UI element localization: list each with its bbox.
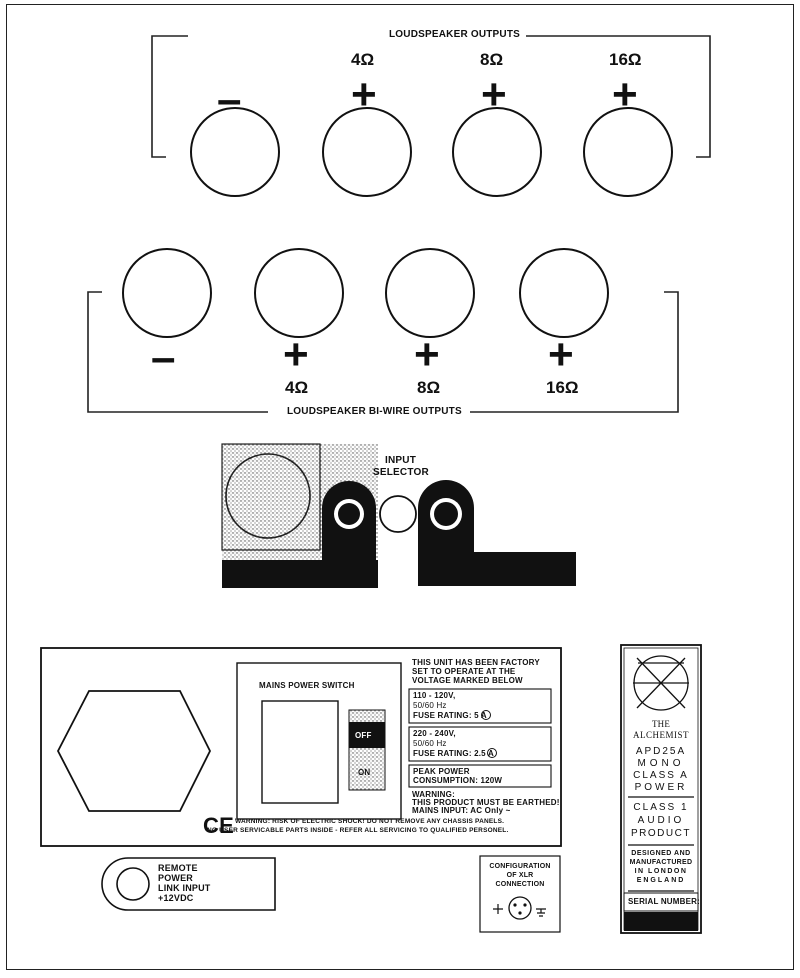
mains-switch-plate	[261, 700, 339, 804]
peak-power-2: CONSUMPTION: 120W	[413, 776, 503, 785]
made-line-4: ENGLAND	[636, 877, 686, 884]
biwire-terminal-sign: –	[151, 333, 176, 382]
voltage-2-range: 220 - 240V,	[413, 729, 456, 738]
remote-label-3: LINK INPUT	[158, 883, 211, 893]
biwire-title: LOUDSPEAKER BI-WIRE OUTPUTS	[283, 406, 466, 417]
terminal-ohm-label: 8Ω	[480, 50, 504, 69]
biwire-terminal-sign: +	[548, 330, 574, 379]
terminal-sign: +	[612, 70, 638, 119]
iec-inlet	[56, 690, 212, 812]
terminal-4ohm	[322, 107, 412, 197]
outputs-title: LOUDSPEAKER OUTPUTS	[383, 29, 527, 40]
earth-warning-3: MAINS INPUT: AC Only ~	[412, 806, 511, 815]
outputs-bracket	[151, 35, 711, 158]
terminal-ohm-label: 4Ω	[351, 50, 375, 69]
biwire-ohm-label: 8Ω	[417, 378, 441, 397]
switch-off-label: OFF	[355, 731, 372, 740]
mains-switch-label: MAINS POWER SWITCH	[259, 681, 355, 690]
xlr-label-2: OF XLR	[506, 872, 534, 879]
biwire-bracket	[87, 291, 679, 413]
voltage-1-indicator-icon	[481, 710, 491, 720]
remote-label-2: POWER	[158, 873, 194, 883]
biwire-terminal-4ohm	[254, 248, 344, 338]
model-line-2: MONO	[637, 758, 685, 769]
terminal-sign: +	[481, 70, 507, 119]
input-connector-right	[418, 480, 576, 586]
made-line-2: MANUFACTURED	[629, 859, 693, 866]
voltage-1-freq: 50/60 Hz	[413, 701, 447, 710]
voltage-2-freq: 50/60 Hz	[413, 739, 447, 748]
serial-number-field	[624, 912, 698, 931]
serial-number-label: SERIAL NUMBER:	[628, 897, 700, 906]
class-line-2: AUDIO	[637, 815, 685, 826]
panel-frame	[6, 4, 794, 970]
biwire-terminal-minus	[122, 248, 212, 338]
class-line-3: PRODUCT	[631, 828, 691, 839]
made-line-3: IN LONDON	[634, 868, 688, 875]
peak-power-1: PEAK POWER	[413, 767, 470, 776]
remote-jack	[116, 867, 150, 901]
voltage-1-range: 110 - 120V,	[413, 691, 456, 700]
power-panel	[40, 647, 562, 847]
switch-on-label: ON	[358, 768, 371, 777]
remote-label-1: REMOTE	[158, 863, 198, 873]
input-socket-left	[225, 453, 311, 539]
terminal-sign: –	[217, 75, 242, 124]
biwire-terminal-16ohm	[519, 248, 609, 338]
biwire-terminal-sign: +	[283, 330, 309, 379]
brand-line-2: ALCHEMIST	[633, 730, 689, 740]
brand-plate	[620, 644, 702, 934]
voltage-2-fuse: FUSE RATING: 2.5 A	[413, 749, 494, 758]
earth-warning-1: WARNING:	[412, 790, 455, 799]
xlr-label-3: CONNECTION	[495, 881, 545, 888]
model-line-4: POWER	[634, 782, 688, 793]
xlr-label-1: CONFIGURATION	[489, 863, 551, 870]
alchemist-logo-icon	[633, 655, 689, 711]
factory-note-1: THIS UNIT HAS BEEN FACTORY	[412, 658, 540, 667]
terminal-minus	[190, 107, 280, 197]
biwire-ohm-label: 16Ω	[546, 378, 579, 397]
terminal-8ohm	[452, 107, 542, 197]
shock-warning-2: NO USER SERVICABLE PARTS INSIDE - REFER …	[207, 827, 509, 834]
factory-note-3: VOLTAGE MARKED BELOW	[412, 676, 523, 685]
ce-mark-icon: CE	[203, 813, 234, 838]
terminal-16ohm	[583, 107, 673, 197]
biwire-ohm-label: 4Ω	[285, 378, 309, 397]
input-selector-label-1: INPUT	[385, 455, 416, 466]
terminal-ohm-label: 16Ω	[609, 50, 642, 69]
xlr-diagram	[508, 896, 532, 920]
voltage-2-indicator-icon	[487, 748, 497, 758]
made-line-1: DESIGNED AND	[631, 850, 691, 857]
terminal-sign: +	[351, 70, 377, 119]
factory-note-2: SET TO OPERATE AT THE	[412, 667, 516, 676]
biwire-terminal-sign: +	[414, 330, 440, 379]
mains-switch-box	[236, 662, 402, 820]
model-line-3: CLASS A	[633, 770, 689, 781]
brand-line-1: THE	[651, 719, 671, 729]
input-selector-label-2: SELECTOR	[373, 467, 429, 478]
model-line-1: APD25A	[635, 746, 687, 757]
class-line-1: CLASS 1	[633, 802, 689, 813]
xlr-box	[479, 855, 561, 933]
earth-warning-2: THIS PRODUCT MUST BE EARTHED!	[412, 798, 560, 807]
voltage-1-fuse: FUSE RATING: 5 A	[413, 711, 487, 720]
shock-warning-1: WARNING: RISK OF ELECTRIC SHOCK! DO NOT …	[235, 818, 505, 825]
biwire-terminal-8ohm	[385, 248, 475, 338]
remote-label-4: +12VDC	[158, 893, 194, 903]
input-selector-knob	[379, 495, 417, 533]
remote-tab	[101, 857, 276, 911]
